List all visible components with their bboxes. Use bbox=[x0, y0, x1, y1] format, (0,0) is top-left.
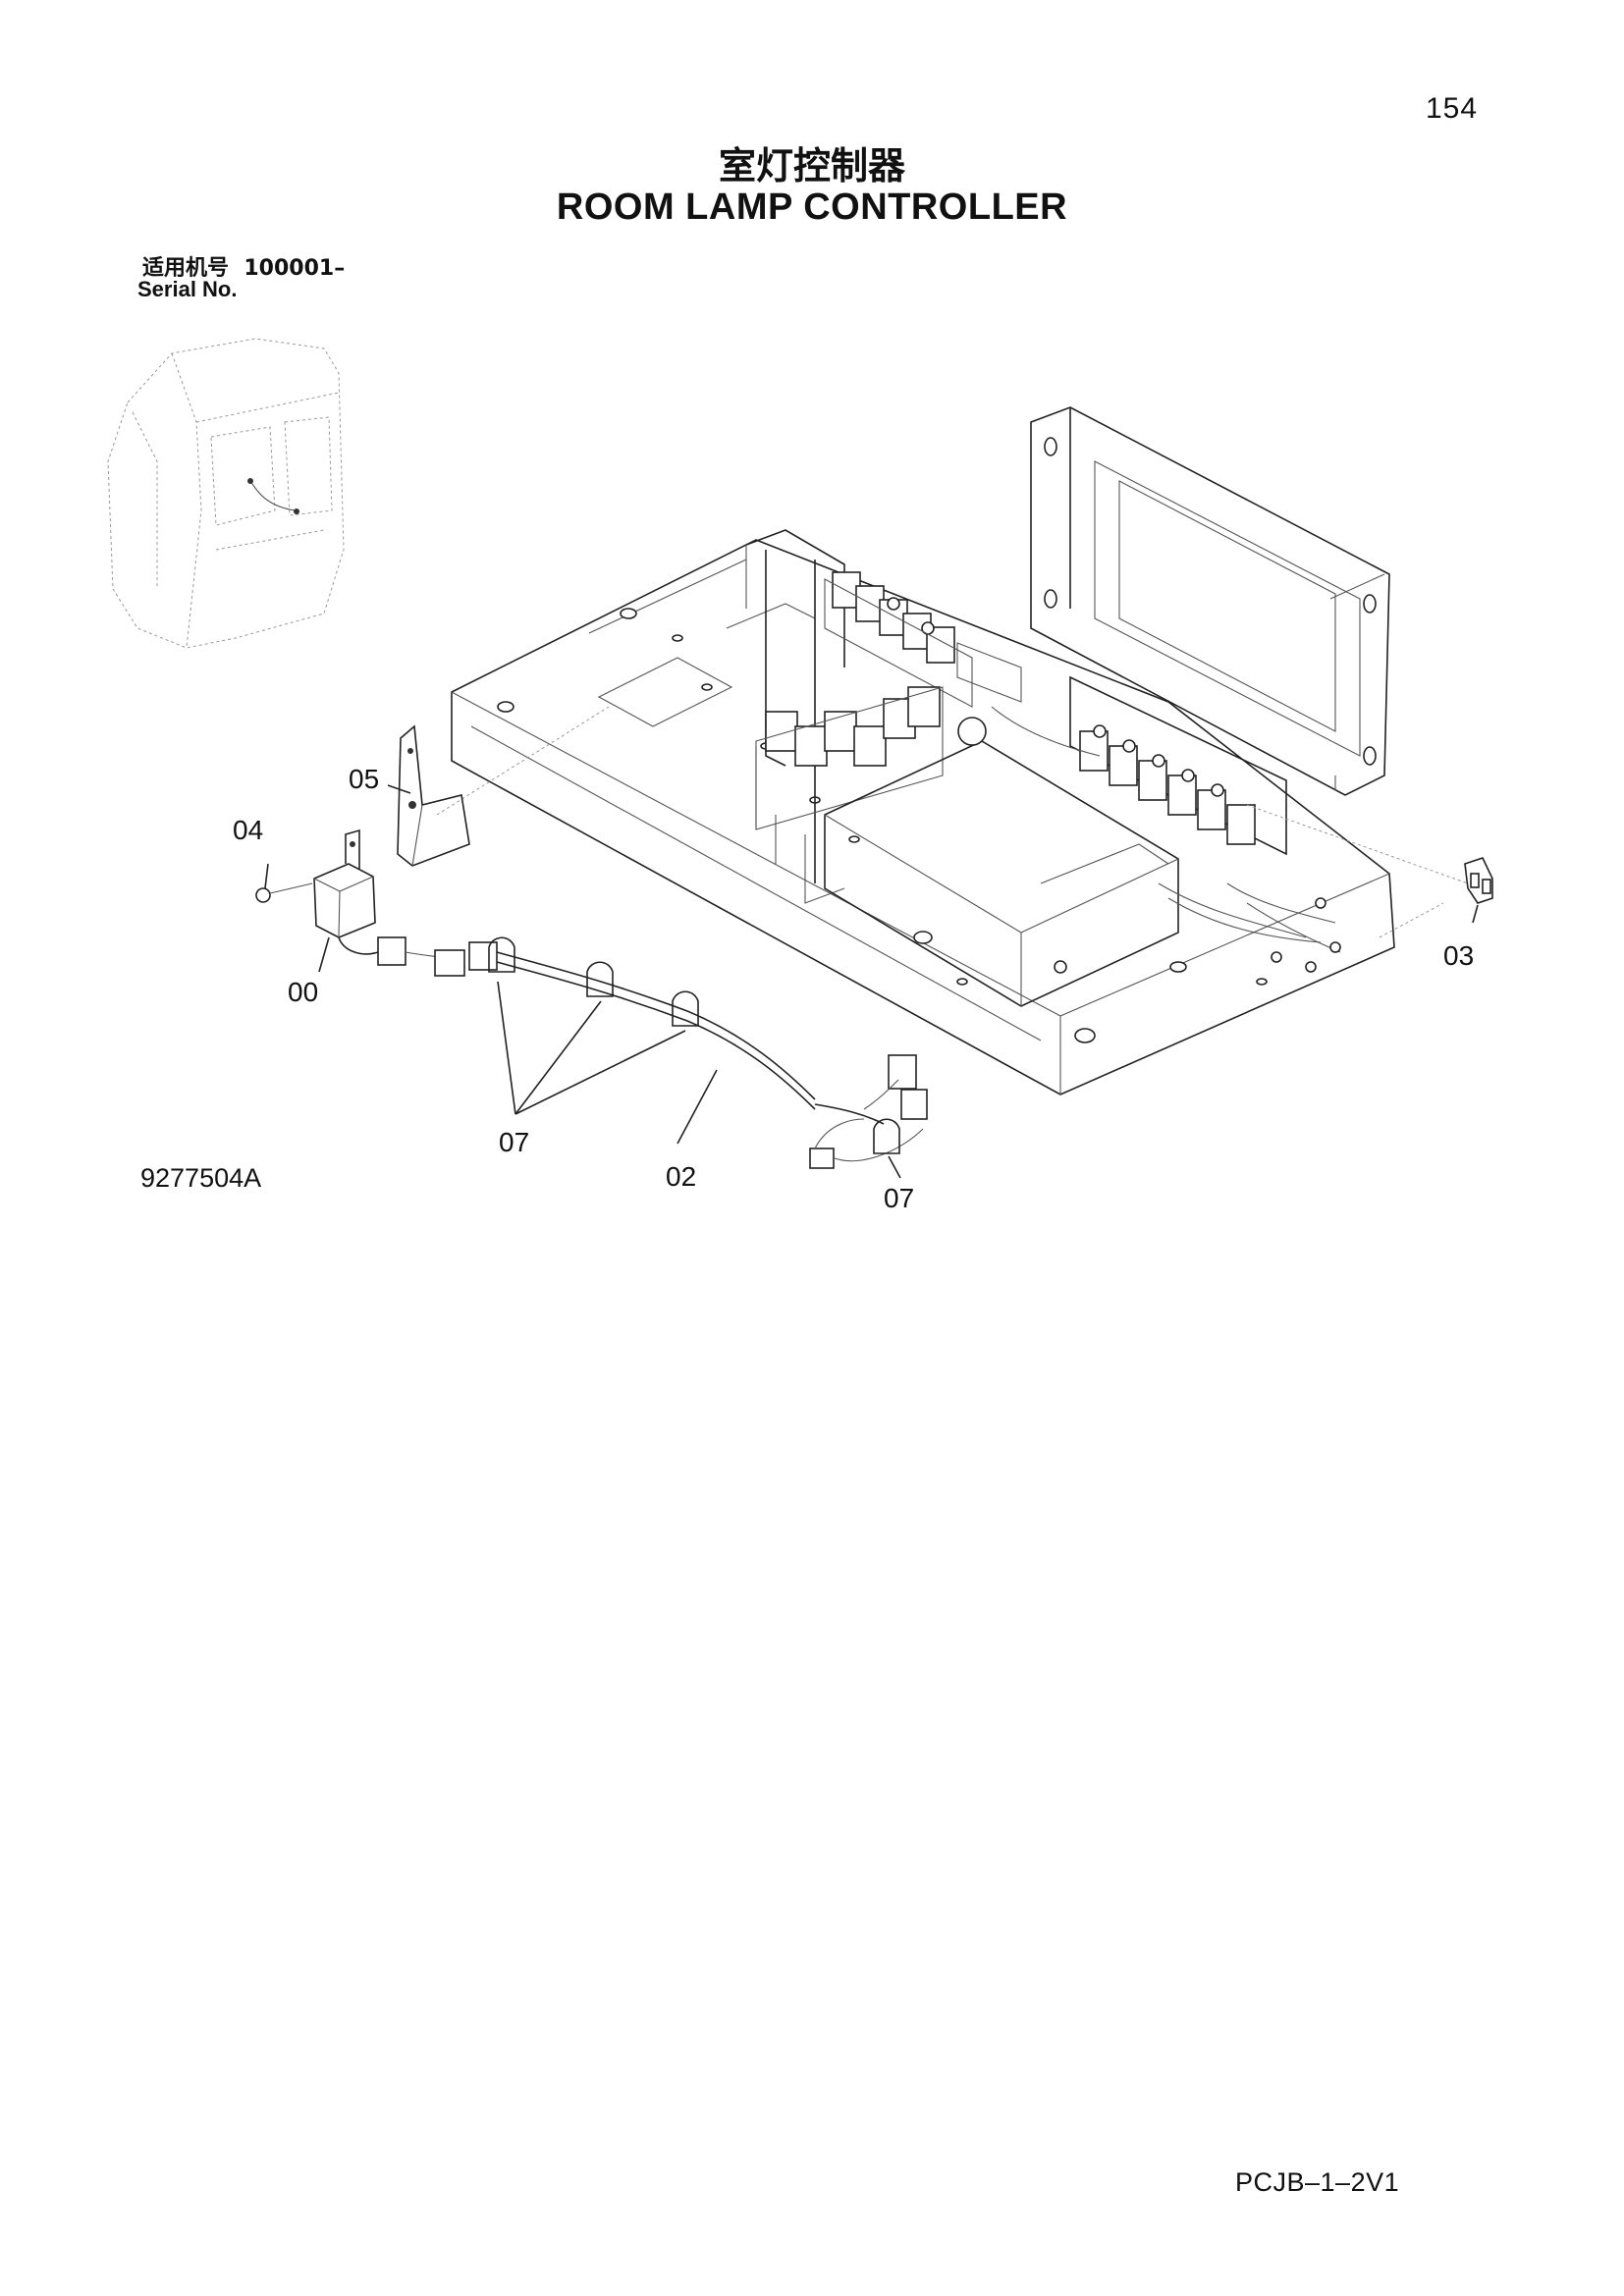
support-frame bbox=[745, 529, 845, 904]
callout-07-left: 07 bbox=[499, 1127, 529, 1157]
callout-02: 02 bbox=[666, 1161, 696, 1192]
relay-bank-upper bbox=[824, 571, 973, 708]
callout-07-right: 07 bbox=[884, 1183, 914, 1213]
serial-number-value: 100001– bbox=[244, 256, 346, 281]
footer-code: PCJB–1–2V1 bbox=[1235, 2167, 1400, 2197]
base-plate bbox=[451, 539, 1395, 1095]
central-controller bbox=[824, 642, 1179, 1007]
callout-04: 04 bbox=[233, 815, 263, 845]
serial-label-cn: 适用机号 100001– bbox=[142, 250, 345, 282]
callout-05: 05 bbox=[349, 764, 379, 794]
drawing-code: 9277504A bbox=[140, 1163, 262, 1193]
serial-label-cn-text: 适用机号 bbox=[142, 256, 230, 281]
callout-03: 03 bbox=[1443, 940, 1474, 971]
relay-bank-right bbox=[1069, 675, 1287, 856]
callout-00: 00 bbox=[288, 977, 318, 1007]
lamp-marker-icon bbox=[247, 478, 253, 484]
page-number: 154 bbox=[1426, 92, 1479, 125]
part-05-bracket bbox=[397, 724, 470, 867]
part-04-bolt bbox=[255, 882, 313, 903]
part-03-connector bbox=[1464, 857, 1493, 904]
serial-label-en: Serial No. bbox=[137, 277, 238, 301]
relay-bank-middle bbox=[755, 686, 944, 830]
part-00-controller bbox=[313, 828, 462, 966]
ecu-box bbox=[1030, 406, 1390, 796]
leader-lines bbox=[436, 706, 1469, 938]
cab-thumbnail bbox=[107, 338, 345, 649]
wiring-bundle bbox=[1158, 882, 1341, 973]
part-02-harness bbox=[434, 941, 928, 1169]
callout-labels: 05 04 00 07 02 07 03 bbox=[233, 764, 1474, 1213]
page-title-en: ROOM LAMP CONTROLLER bbox=[556, 187, 1068, 228]
callout-leaders bbox=[264, 784, 1479, 1179]
part-07-clips bbox=[488, 936, 900, 1154]
page-title-cn: 室灯控制器 bbox=[718, 144, 905, 187]
